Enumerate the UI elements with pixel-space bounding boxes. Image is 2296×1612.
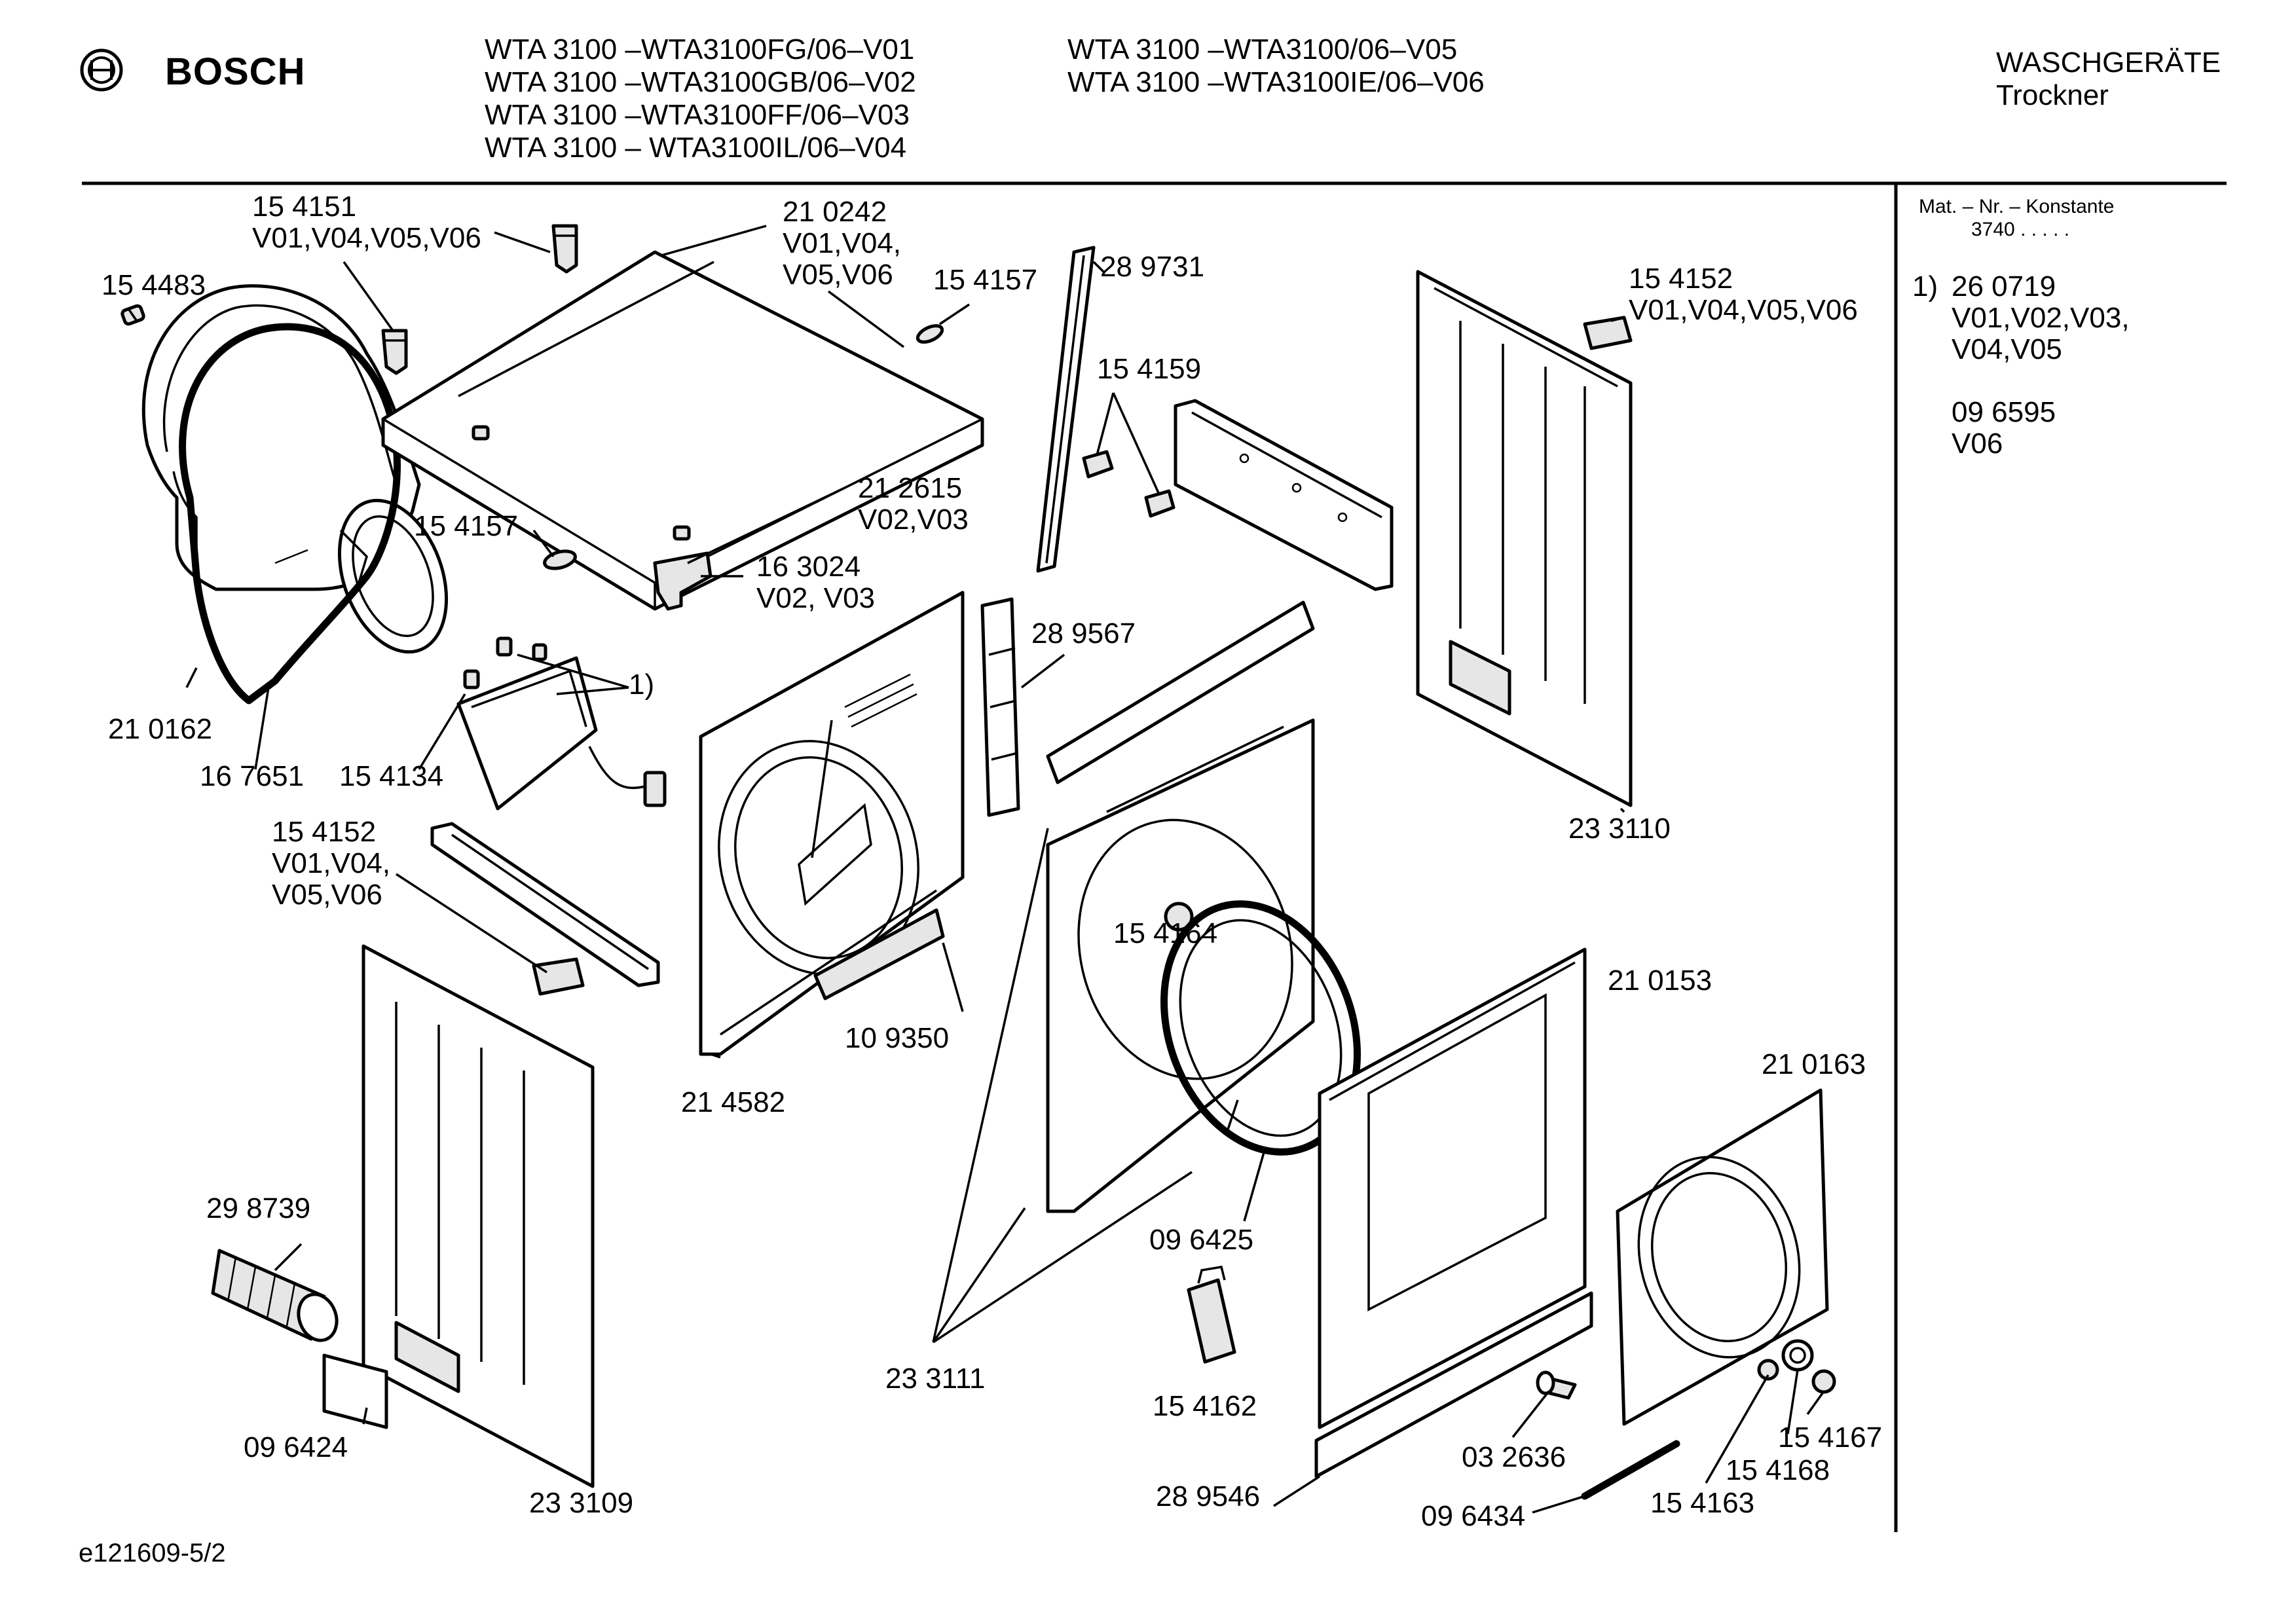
- part-number-label: 15 4157: [414, 510, 518, 542]
- variant-label: V02, V03: [756, 582, 875, 614]
- variant-label: V01,V04,V05,V06: [1629, 294, 1858, 326]
- part-number-label: 15 4167: [1778, 1421, 1882, 1454]
- back-panel-part: [1416, 270, 1633, 807]
- part-number-label: 21 0153: [1608, 964, 1712, 997]
- variant-label: V01,V04,: [783, 227, 901, 259]
- note-line: V04,V05: [1952, 333, 2062, 365]
- part-number-label: 29 8739: [206, 1192, 310, 1224]
- variant-label: V01,V04,V05,V06: [252, 222, 481, 254]
- model-line: WTA 3100 – WTA3100IL/06–V04: [485, 132, 906, 164]
- drawing-id: e121609-5/2: [79, 1539, 226, 1567]
- part-number-label: 15 4168: [1726, 1454, 1830, 1486]
- plug-part: [916, 324, 944, 344]
- bracket-part: [381, 224, 578, 375]
- cover-plate-part: [322, 1353, 388, 1429]
- part-number-label: 21 0242: [783, 196, 887, 228]
- part-number-label: 09 6425: [1149, 1224, 1253, 1256]
- note-line: 09 6595: [1952, 396, 2056, 428]
- note-reference-label: 1): [629, 669, 654, 701]
- model-line: WTA 3100 –WTA3100IE/06–V06: [1067, 66, 1485, 98]
- door-part: [1616, 1088, 1829, 1426]
- front-wall-part: [699, 591, 965, 1056]
- spacer-block-part: [1583, 316, 1633, 350]
- drum-seal-part: [179, 323, 401, 705]
- door-seal-inner: [1179, 919, 1342, 1137]
- part-number-label: 15 4151: [252, 191, 356, 223]
- model-line: WTA 3100 –WTA3100GB/06–V02: [485, 66, 916, 98]
- side-panel-part: [361, 944, 595, 1488]
- model-line: WTA 3100 –WTA3100FF/06–V03: [485, 99, 910, 131]
- part-labels: 15 4151 V01,V04,V05,V06 21 0242 V01,V04,…: [102, 191, 1882, 1532]
- bosch-armature-logo-icon: [80, 48, 123, 92]
- front-panel-part: [1318, 947, 1587, 1429]
- part-number-label: 03 2636: [1462, 1441, 1566, 1473]
- part-number-label: 28 9731: [1100, 251, 1204, 283]
- part-number-label: 21 0162: [108, 713, 212, 745]
- part-number-label: 10 9350: [845, 1022, 949, 1054]
- spacer-block-part: [532, 957, 585, 996]
- door-gasket-part: [1581, 1440, 1680, 1500]
- part-number-label: 15 4162: [1153, 1390, 1257, 1422]
- variant-label: V05,V06: [272, 879, 382, 911]
- note-line: 26 0719: [1952, 270, 2056, 302]
- note-line: V01,V02,V03,: [1952, 302, 2130, 334]
- category-title: WASCHGERÄTE: [1996, 46, 2221, 79]
- part-number-label: 28 9546: [1156, 1480, 1260, 1512]
- part-number-label: 21 2615: [858, 472, 962, 504]
- cross-rail-part: [1174, 399, 1394, 591]
- hinge-strip-part: [980, 597, 1020, 817]
- hinge-knob-part: [1757, 1339, 1836, 1394]
- part-number-label: 23 3110: [1568, 813, 1671, 845]
- part-number-label: 16 7651: [200, 760, 304, 792]
- part-number-label: 09 6434: [1421, 1500, 1525, 1532]
- model-line: WTA 3100 –WTA3100FG/06–V01: [485, 33, 914, 65]
- part-number-label: 23 3111: [885, 1363, 986, 1395]
- part-number-label: 15 4152: [1629, 263, 1733, 295]
- part-number-label: 21 0163: [1762, 1048, 1866, 1080]
- strut-part: [1036, 246, 1096, 573]
- screw-part: [1536, 1370, 1577, 1400]
- lint-duct-part: [813, 908, 945, 1000]
- rear-bracket-part: [430, 822, 660, 987]
- subcategory-title: Trockner: [1996, 79, 2109, 111]
- part-number-label: 23 3109: [529, 1487, 633, 1519]
- kickboard-part: [1314, 1291, 1593, 1478]
- variant-label: V02,V03: [858, 504, 969, 536]
- drum-housing-part: [141, 284, 449, 654]
- part-number-label: 15 4134: [339, 760, 443, 792]
- pin-part: [1082, 450, 1114, 479]
- mat-label: Mat. – Nr. – Konstante: [1919, 196, 2115, 217]
- variant-label: V05,V06: [783, 259, 893, 291]
- exhaust-hose-part: [211, 1249, 339, 1342]
- note-marker: 1): [1912, 270, 1938, 302]
- plug-part: [543, 549, 577, 570]
- clip-part: [653, 551, 713, 611]
- part-number-label: 15 4159: [1097, 353, 1201, 385]
- part-number-label: 09 6424: [244, 1431, 348, 1463]
- part-number-label: 15 4483: [102, 269, 206, 301]
- part-number-label: 15 4163: [1650, 1487, 1754, 1519]
- part-number-label: 15 4164: [1113, 917, 1217, 949]
- part-number-label: 15 4157: [933, 264, 1037, 296]
- electronic-module-part: [456, 636, 667, 811]
- part-number-label: 15 4152: [272, 816, 376, 848]
- brand-name: BOSCH: [165, 50, 305, 93]
- part-number-label: 21 4582: [681, 1086, 785, 1118]
- variant-label: V01,V04,: [272, 847, 390, 879]
- model-line: WTA 3100 –WTA3100/06–V05: [1067, 33, 1457, 65]
- top-cover-part: [381, 250, 984, 611]
- mat-value: 3740 . . . . .: [1971, 219, 2069, 240]
- door-lock-part: [1187, 1266, 1236, 1364]
- note-line: V06: [1952, 428, 2003, 460]
- part-number-label: 16 3024: [756, 551, 861, 583]
- door-seal-part: [1160, 900, 1361, 1156]
- front-frame-part: [1046, 600, 1315, 1213]
- part-number-label: 28 9567: [1031, 617, 1136, 650]
- pin-part: [1144, 489, 1176, 518]
- leader-lines: [185, 225, 1825, 1514]
- screw-part: [120, 304, 145, 326]
